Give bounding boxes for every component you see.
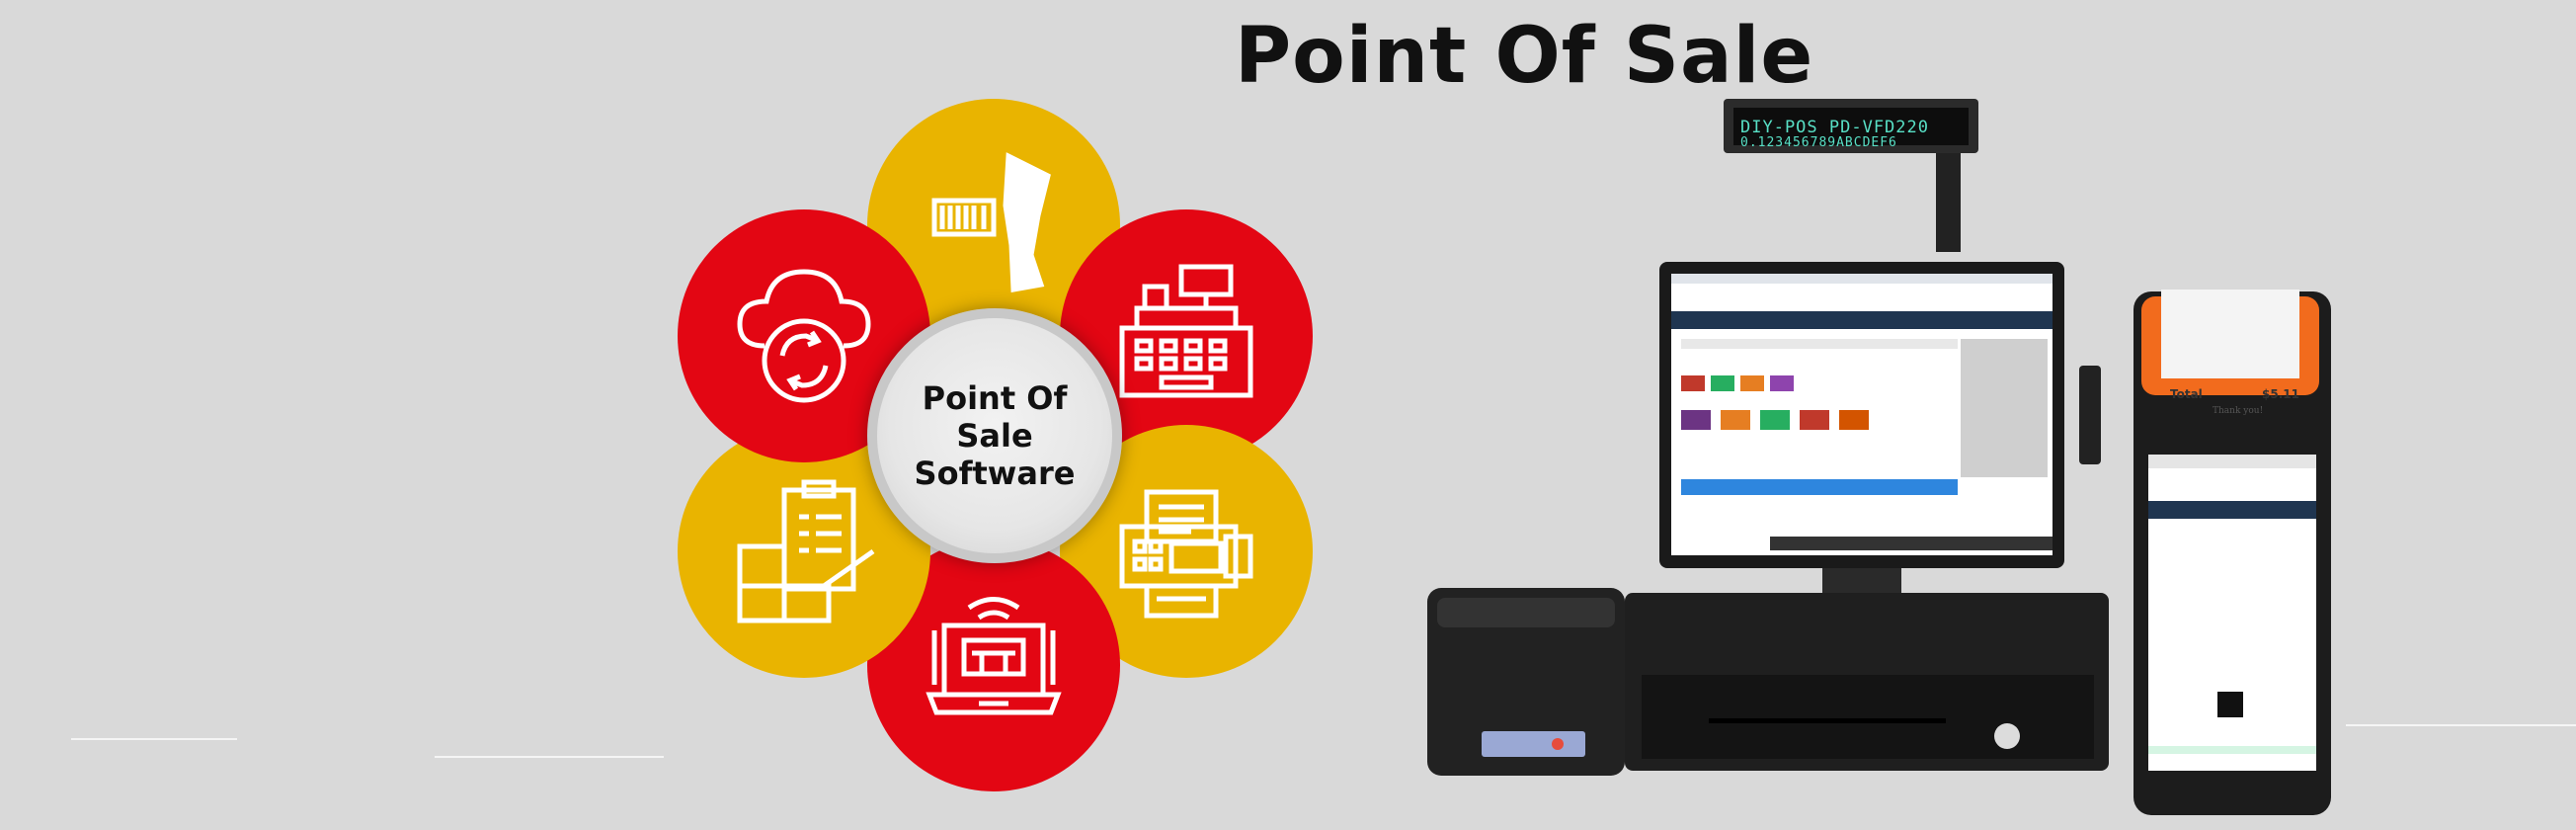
receipt-total-value: $5.11 xyxy=(2262,387,2299,401)
divider xyxy=(71,738,237,740)
divider xyxy=(2346,724,2576,726)
barcode-scanner-icon xyxy=(931,152,1051,292)
hub-label-line2: Sale xyxy=(956,417,1033,455)
hub-label-line3: Software xyxy=(914,455,1076,492)
cash-register-icon xyxy=(1119,264,1253,398)
cloud-sync-icon xyxy=(737,269,871,403)
pos-software-hub: Point Of Sale Software xyxy=(867,308,1122,563)
receipt-total-label: Total xyxy=(2170,387,2203,401)
divider xyxy=(435,756,664,758)
receipt-thanks: Thank you! xyxy=(2213,406,2264,416)
laptop-icon xyxy=(926,597,1062,715)
inventory-checklist-icon xyxy=(737,479,875,623)
customer-display-line2: 0.123456789ABCDEF6 xyxy=(1740,135,1897,150)
customer-display-line1: DIY-POS PD-VFD220 xyxy=(1740,118,1929,137)
hub-label-line1: Point Of xyxy=(922,379,1068,417)
fax-terminal-icon xyxy=(1119,489,1253,619)
page-title: Point Of Sale xyxy=(1235,12,1814,101)
pos-hardware-graphic xyxy=(1427,99,2331,815)
pos-hardware-illustration: DIY-POS PD-VFD220 0.123456789ABCDEF6 Tot… xyxy=(1422,94,2331,825)
